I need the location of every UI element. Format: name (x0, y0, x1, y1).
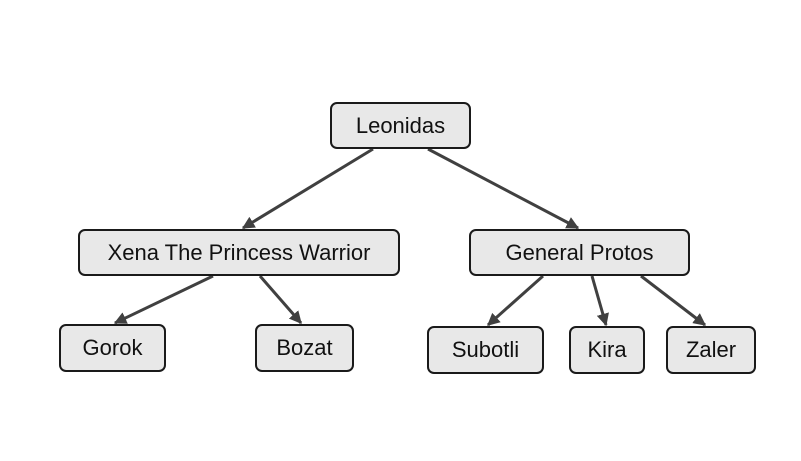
node-leonidas: Leonidas (330, 102, 471, 149)
node-xena: Xena The Princess Warrior (78, 229, 400, 276)
edge-xena-bozat (258, 275, 303, 324)
node-xena-label: Xena The Princess Warrior (107, 239, 371, 265)
node-bozat: Bozat (255, 324, 354, 372)
edge-protos-zaler (640, 274, 707, 327)
node-subotli-label: Subotli (451, 337, 520, 362)
node-gorok: Gorok (59, 324, 166, 372)
edge-protos-subotli (487, 274, 544, 327)
edge-leonidas-protos (427, 147, 580, 230)
node-zaler: Zaler (666, 326, 756, 374)
node-general-protos-label: General Protos (505, 239, 654, 265)
node-bozat-label: Bozat (276, 335, 333, 360)
node-kira-label: Kira (587, 337, 627, 362)
node-subotli: Subotli (427, 326, 544, 374)
edge-xena-gorok (113, 274, 214, 325)
node-leonidas-label: Leonidas (355, 112, 446, 138)
node-general-protos: General Protos (469, 229, 690, 276)
node-kira: Kira (569, 326, 645, 374)
edge-protos-kira (590, 275, 609, 327)
node-gorok-label: Gorok (82, 335, 143, 360)
node-zaler-label: Zaler (685, 337, 737, 362)
edge-leonidas-xena (241, 147, 374, 230)
